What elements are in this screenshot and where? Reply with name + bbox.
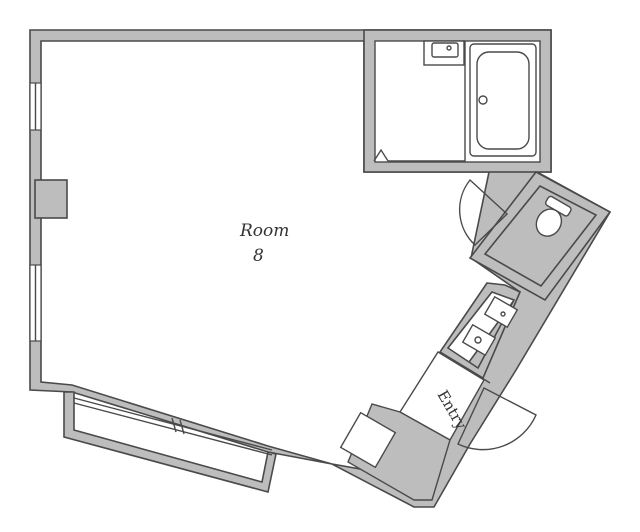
sink-drain bbox=[500, 311, 506, 317]
balcony bbox=[63, 391, 277, 493]
entry-area: Entry bbox=[339, 351, 537, 501]
bathroom bbox=[363, 29, 552, 173]
kitchen-counter bbox=[483, 295, 519, 329]
room-label: Room bbox=[239, 221, 289, 241]
kitchen bbox=[438, 282, 522, 384]
bathroom-door-marker bbox=[373, 148, 389, 162]
toilet-icon bbox=[535, 195, 572, 237]
room-size: 8 bbox=[253, 246, 264, 266]
left-window-lower bbox=[29, 264, 42, 342]
toilet-room bbox=[458, 170, 612, 302]
entry-door-swing bbox=[457, 387, 537, 451]
shoe-cabinet bbox=[339, 411, 397, 469]
stove-burner bbox=[474, 336, 482, 344]
left-window-upper bbox=[29, 82, 42, 131]
wall-column bbox=[34, 179, 68, 219]
toilet-door-swing bbox=[458, 178, 509, 246]
